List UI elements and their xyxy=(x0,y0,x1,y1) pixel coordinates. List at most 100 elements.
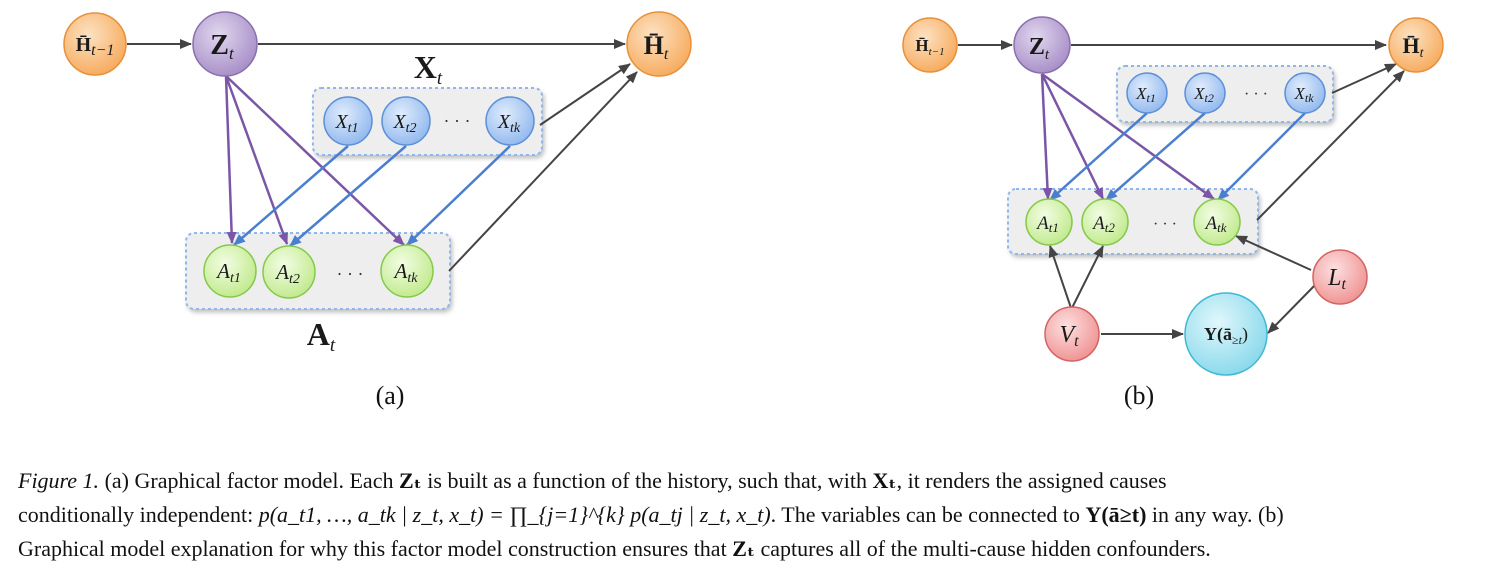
panel-b: H̄t−1 Zt H̄t Xt1 Xt2 · · · Xtk At1 xyxy=(902,16,1444,410)
panel-a: H̄t−1 Zt H̄t Xt1 Xt2 · · · Xtk At1 xyxy=(63,11,692,410)
node-label: H̄ xyxy=(915,36,928,55)
node-sub: ≥t xyxy=(1232,333,1243,347)
node-label: A xyxy=(215,259,230,283)
x-ellipsis-b: · · · xyxy=(1244,86,1268,103)
x-group-label: Xt xyxy=(414,49,443,89)
edge-xk-ak-b xyxy=(1217,112,1306,201)
node-sub: t1 xyxy=(1147,91,1156,105)
svg-text:At2: At2 xyxy=(1091,213,1115,235)
node-label: X xyxy=(1293,84,1305,103)
node-y: Y(ā≥t) xyxy=(1184,292,1268,376)
panel-a-label: (a) xyxy=(376,381,405,410)
node-sub: t1 xyxy=(348,121,359,136)
svg-text:Vt: Vt xyxy=(1059,322,1079,350)
edge-l-ak xyxy=(1235,235,1312,271)
node-label: A xyxy=(1091,213,1105,234)
svg-text:Zt: Zt xyxy=(1029,34,1050,63)
svg-text:Atk: Atk xyxy=(393,259,419,286)
caption-symbol: Y(ā≥t) xyxy=(1085,502,1147,527)
x-ellipsis: · · · xyxy=(444,111,471,131)
svg-text:Xt2: Xt2 xyxy=(392,111,416,136)
caption-text: in any way. (b) xyxy=(1146,502,1284,527)
edge-l-y xyxy=(1267,281,1319,334)
node-a2: At2 xyxy=(262,245,316,299)
svg-text:At1: At1 xyxy=(215,259,241,286)
edge-x2-a2-b xyxy=(1105,112,1206,201)
node-sub: t xyxy=(229,44,235,63)
node-sub: tk xyxy=(1305,91,1314,105)
node-tail: ) xyxy=(1242,324,1248,345)
caption-text: . The variables can be connected to xyxy=(770,502,1086,527)
caption-text: (a) Graphical factor model. Each xyxy=(99,468,399,493)
edge-a-h xyxy=(448,71,638,272)
node-a2-b: At2 xyxy=(1081,198,1129,246)
svg-text:Lt: Lt xyxy=(1327,265,1346,293)
node-label: H̄ xyxy=(1402,33,1419,58)
node-sub: tk xyxy=(407,271,418,286)
node-label: A xyxy=(1204,213,1218,234)
edge-a-h-b xyxy=(1256,70,1405,221)
figure-label: Figure 1. xyxy=(18,468,100,493)
node-z: Zt xyxy=(192,11,258,77)
node-l: Lt xyxy=(1312,249,1368,305)
node-label: X xyxy=(392,111,406,133)
node-sub: t2 xyxy=(1205,91,1214,105)
node-sub: t2 xyxy=(289,272,300,287)
node-sub: t xyxy=(1420,46,1425,61)
a-ellipsis-b: · · · xyxy=(1153,216,1177,233)
caption-text: Graphical model explanation for why this… xyxy=(18,536,733,561)
svg-text:Xt1: Xt1 xyxy=(334,111,358,136)
svg-text:H̄t−1: H̄t−1 xyxy=(76,34,115,59)
node-label: A xyxy=(274,260,289,284)
node-h: H̄t xyxy=(626,11,692,77)
caption-symbol: Zₜ xyxy=(732,536,756,561)
a-ellipsis: · · · xyxy=(337,264,364,284)
caption-text: conditionally independent: xyxy=(18,502,259,527)
edge-z-a2-b xyxy=(1040,73,1105,200)
node-x1-b: Xt1 xyxy=(1126,72,1168,114)
node-sub: t−1 xyxy=(929,46,945,58)
edge-z-a2 xyxy=(224,75,289,245)
node-label: H̄ xyxy=(644,31,664,60)
edge-v-a1 xyxy=(1048,245,1072,309)
node-label: X xyxy=(1135,84,1147,103)
node-h-prev: H̄t−1 xyxy=(63,12,127,76)
edge-x2-a2 xyxy=(289,145,407,247)
node-xk-b: Xtk xyxy=(1284,72,1326,114)
caption-text: , it renders the assigned causes xyxy=(896,468,1167,493)
node-x2: Xt2 xyxy=(381,96,431,146)
svg-text:Y(ā≥t): Y(ā≥t) xyxy=(1204,324,1248,347)
node-sub: tk xyxy=(510,121,521,136)
edge-z-ak xyxy=(225,75,405,246)
node-label: X xyxy=(497,111,511,133)
node-label: L xyxy=(1327,265,1341,291)
node-sub: t−1 xyxy=(91,42,114,59)
svg-text:H̄t: H̄t xyxy=(1402,33,1424,61)
node-sub: t2 xyxy=(1105,220,1116,235)
svg-text:Zt: Zt xyxy=(210,30,235,63)
node-sub: tk xyxy=(1217,220,1227,235)
node-sub: t1 xyxy=(1049,220,1059,235)
node-sub: t1 xyxy=(230,271,241,286)
node-x1: Xt1 xyxy=(323,96,373,146)
edge-xk-ak xyxy=(406,145,511,246)
edge-x1-a1-b xyxy=(1049,112,1148,201)
node-sub: t xyxy=(1074,333,1079,350)
node-label: A xyxy=(393,259,408,283)
node-label: X xyxy=(334,111,348,133)
caption-symbol: Xₜ xyxy=(872,468,897,493)
node-label: H̄ xyxy=(76,34,92,56)
node-h-prev-b: H̄t−1 xyxy=(902,17,958,73)
edge-z-a1 xyxy=(224,75,237,244)
edge-x-h-b xyxy=(1331,63,1397,94)
node-x2-b: Xt2 xyxy=(1184,72,1226,114)
panel-b-label: (b) xyxy=(1124,381,1154,410)
node-sub: t xyxy=(1341,276,1346,293)
node-label: Y(ā xyxy=(1204,324,1232,345)
svg-text:Xt2: Xt2 xyxy=(1193,84,1214,105)
a-group-label: At xyxy=(307,316,336,356)
node-label: V xyxy=(1059,322,1076,348)
caption-formula: p(a_t1, …, a_tk | z_t, x_t) = ∏_{j=1}^{k… xyxy=(258,502,771,527)
svg-text:At1: At1 xyxy=(1035,213,1059,235)
edge-x-h xyxy=(539,63,631,126)
